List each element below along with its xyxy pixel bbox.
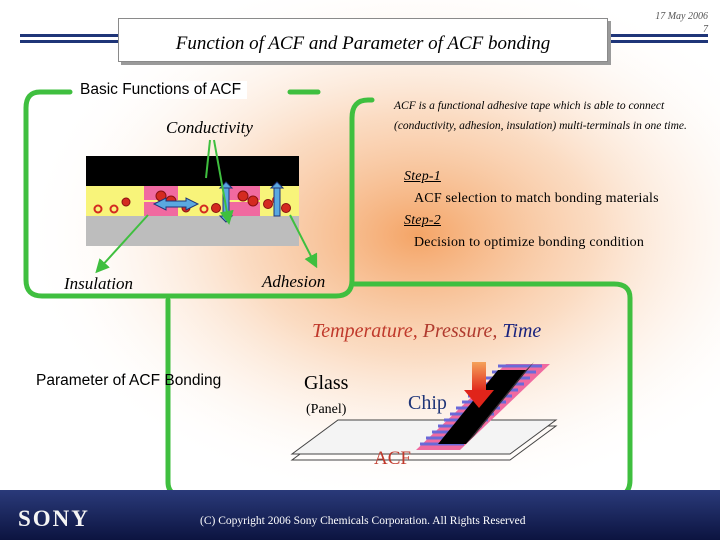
steps-block: Step-1 ACF selection to match bonding ma… <box>404 166 659 254</box>
date-block: 17 May 2006 7 <box>655 10 708 36</box>
bonding-diagram <box>290 362 558 461</box>
functions-section-label: Basic Functions of ACF <box>74 81 248 99</box>
header-decoration <box>0 34 720 48</box>
page-title: Function of ACF and Parameter of ACF bon… <box>175 33 551 54</box>
glass-panel-upper <box>290 419 558 455</box>
insulation-label: Insulation <box>64 274 133 293</box>
conductivity-label: Conductivity <box>166 118 253 137</box>
step-2-label: Step-2 <box>404 213 441 228</box>
chip-block <box>438 370 526 444</box>
step-1-text: ACF selection to match bonding materials <box>414 191 659 206</box>
temperature-label: Temperature, <box>312 320 418 342</box>
sony-logo: SONY <box>18 506 90 531</box>
adhesion-label: Adhesion <box>262 272 326 291</box>
parameter-heading: Temperature, Pressure, Time <box>312 320 541 343</box>
lower-substrate <box>86 216 299 246</box>
step-2-text: Decision to optimize bonding condition <box>414 235 645 250</box>
acf-description: ACF is a functional adhesive tape which … <box>394 96 687 136</box>
glass-label: Glass <box>304 372 349 394</box>
pressure-arrow <box>464 362 494 408</box>
copyright-text: (C) Copyright 2006 Sony Chemicals Corpor… <box>200 515 526 527</box>
upper-substrate <box>86 156 299 186</box>
chip-edge <box>466 362 534 444</box>
functions-frame <box>23 89 375 299</box>
acf-label: ACF <box>374 448 411 469</box>
panel-label: (Panel) <box>306 402 347 417</box>
time-label: Time <box>502 320 542 342</box>
parameters-frame <box>165 281 633 490</box>
description-line-1: ACF is a functional adhesive tape which … <box>394 100 665 112</box>
date-label: 17 May 2006 <box>655 11 708 22</box>
title-box: Function of ACF and Parameter of ACF bon… <box>118 18 608 62</box>
function-connectors <box>95 139 318 274</box>
function-frames <box>23 89 633 490</box>
chip-label: Chip <box>408 392 447 414</box>
parameters-section-label: Parameter of ACF Bonding <box>36 372 222 389</box>
acf-cross-section <box>86 156 299 246</box>
step-1-label: Step-1 <box>404 169 441 184</box>
description-line-2: (conductivity, adhesion, insulation) mul… <box>394 120 687 132</box>
page-number: 7 <box>703 24 708 35</box>
footer-bar <box>0 490 720 540</box>
pressure-label: Pressure, <box>422 320 498 342</box>
